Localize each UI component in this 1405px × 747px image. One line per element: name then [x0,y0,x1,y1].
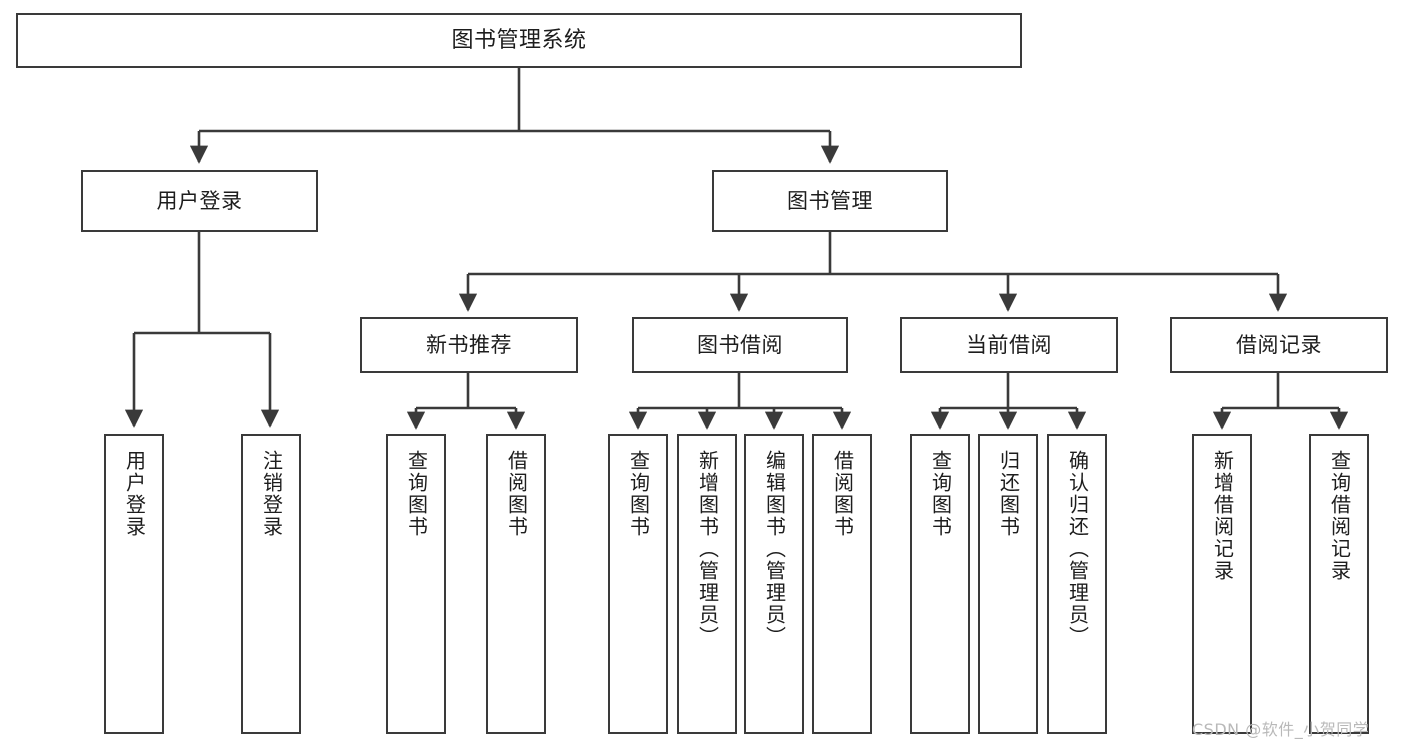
node-leaf-query-book-borrow[interactable]: 查询图书 [608,434,668,734]
node-label: 归还图书 [996,450,1021,538]
node-leaf-add-book-admin[interactable]: 新增图书（管理员） [677,434,737,734]
node-book-borrowing[interactable]: 图书借阅 [632,317,848,373]
node-leaf-return-book[interactable]: 归还图书 [978,434,1038,734]
node-borrowing-record[interactable]: 借阅记录 [1170,317,1388,373]
csdn-watermark: CSDN @软件_小贺同学 [1192,720,1370,739]
node-label: 编辑图书（管理员） [762,450,787,648]
node-label: 新书推荐 [426,332,512,357]
node-leaf-edit-book-admin[interactable]: 编辑图书（管理员） [744,434,804,734]
node-leaf-query-borrow-record[interactable]: 查询借阅记录 [1309,434,1369,734]
node-label: 用户登录 [122,450,147,538]
node-book-management[interactable]: 图书管理 [712,170,948,232]
node-label: 查询借阅记录 [1327,450,1352,582]
node-leaf-borrow-book-rec[interactable]: 借阅图书 [486,434,546,734]
node-root-book-management-system[interactable]: 图书管理系统 [16,13,1022,68]
node-label: 确认归还（管理员） [1065,450,1090,648]
node-label: 查询图书 [626,450,651,538]
node-label: 注销登录 [259,450,284,538]
node-label: 新增借阅记录 [1210,450,1235,582]
node-label: 借阅图书 [504,450,529,538]
node-label: 借阅图书 [830,450,855,538]
node-label: 借阅记录 [1236,332,1322,357]
node-label: 用户登录 [156,188,243,213]
node-leaf-borrow-book[interactable]: 借阅图书 [812,434,872,734]
node-leaf-user-login[interactable]: 用户登录 [104,434,164,734]
node-leaf-confirm-return-admin[interactable]: 确认归还（管理员） [1047,434,1107,734]
node-user-login[interactable]: 用户登录 [81,170,318,232]
node-leaf-query-book-current[interactable]: 查询图书 [910,434,970,734]
node-label: 图书管理 [787,188,873,213]
node-label: 查询图书 [404,450,429,538]
node-label: 图书管理系统 [451,27,587,53]
node-leaf-query-book-rec[interactable]: 查询图书 [386,434,446,734]
node-current-borrowing[interactable]: 当前借阅 [900,317,1118,373]
node-leaf-logout[interactable]: 注销登录 [241,434,301,734]
node-label: 新增图书（管理员） [695,450,720,648]
node-label: 当前借阅 [966,332,1052,357]
node-new-book-recommendation[interactable]: 新书推荐 [360,317,578,373]
node-label: 图书借阅 [697,332,783,357]
node-label: 查询图书 [928,450,953,538]
node-leaf-add-borrow-record[interactable]: 新增借阅记录 [1192,434,1252,734]
